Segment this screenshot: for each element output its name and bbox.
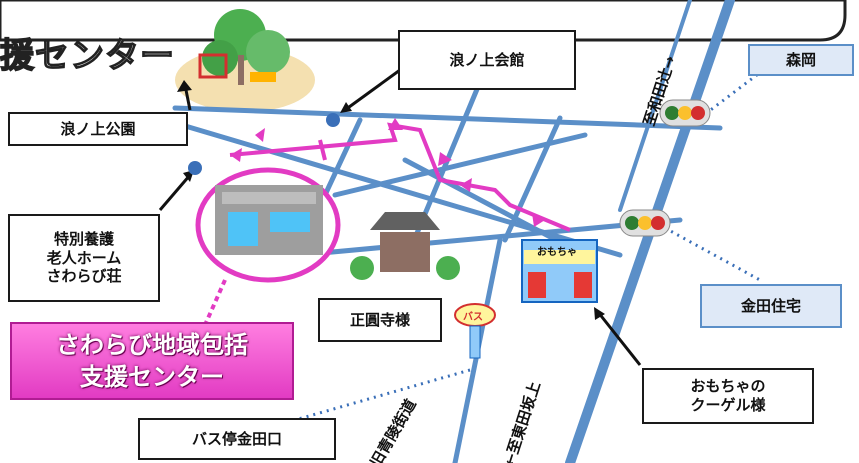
label-bus-stop: バス停金田口 xyxy=(138,418,336,460)
traffic-light-top xyxy=(659,99,711,127)
bus-stop-sign xyxy=(454,303,496,359)
label-morioka: 森岡 xyxy=(748,44,854,76)
nursing-line1: 特別養護 xyxy=(53,229,114,248)
label-kaneda-house: 金田住宅 xyxy=(700,284,842,328)
road-lower xyxy=(402,157,578,253)
pointer-arrows xyxy=(158,68,642,366)
dotted-connectors xyxy=(294,63,771,422)
label-temple: 正圓寺様 xyxy=(318,298,442,342)
label-nursing-home: 特別養護 老人ホーム さわらび荘 xyxy=(8,214,160,302)
hall-marker xyxy=(326,113,340,127)
banner-title: 援センター xyxy=(0,35,175,77)
center-line2: 支援センター xyxy=(80,363,224,391)
temple-illustration xyxy=(350,212,460,280)
nursing-home-illustration xyxy=(195,167,341,283)
park-illustration xyxy=(175,9,315,112)
label-hall: 浪ノ上会館 xyxy=(398,30,576,90)
road-right xyxy=(297,217,683,258)
road-top xyxy=(172,105,723,131)
label-park: 浪ノ上公園 xyxy=(8,112,188,146)
road-diag xyxy=(332,132,588,198)
toy-line1: おもちゃの xyxy=(690,377,766,396)
center-line1: さわらび地域包括 xyxy=(56,330,248,359)
banner-frame xyxy=(0,0,847,42)
bus-sign-text: バス xyxy=(463,312,483,323)
route-arrows xyxy=(230,118,545,227)
label-toy-shop: おもちゃの クーゲル様 xyxy=(642,368,814,424)
road-main-thin xyxy=(618,0,692,212)
nursing-line2: 老人ホーム xyxy=(46,248,122,267)
center-label: さわらび地域包括 支援センター xyxy=(10,322,294,400)
toy-line2: クーゲル様 xyxy=(690,396,766,414)
toy-shop-illustration xyxy=(521,239,598,303)
traffic-light-mid xyxy=(619,209,671,237)
toy-sign-text: おもちゃ xyxy=(537,247,577,258)
nursing-line3: さわらび荘 xyxy=(46,267,122,286)
nursing-marker xyxy=(188,161,202,175)
